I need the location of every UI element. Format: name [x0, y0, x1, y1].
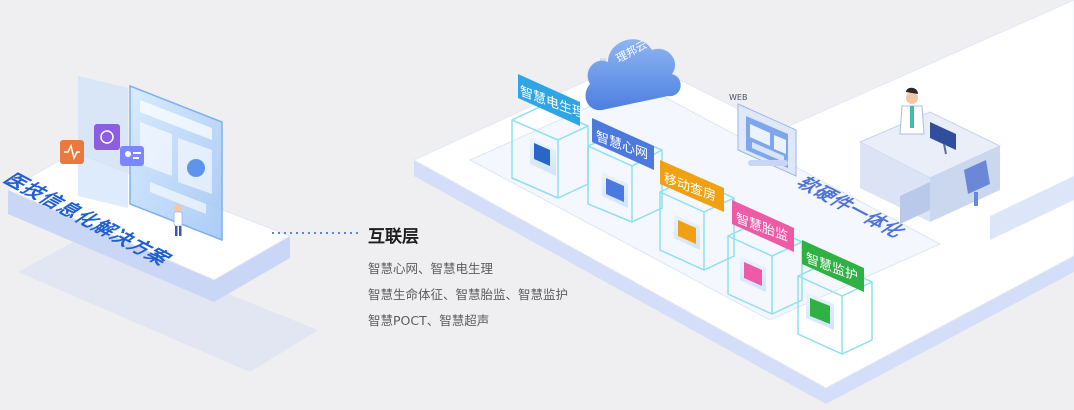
heart-card-icon — [60, 140, 84, 164]
doctor-card-icon — [120, 146, 144, 166]
layer-line: 智慧生命体征、智慧胎监、智慧监护 — [368, 287, 569, 302]
cube-smart-fetal-monitoring — [727, 200, 803, 315]
layer-description: 互联层 智慧心网、智慧电生理 智慧生命体征、智慧胎监、智慧监护 智慧POCT、智… — [368, 222, 568, 334]
web-label: WEB — [729, 93, 748, 102]
web-panel-icon — [737, 103, 797, 177]
cube-smart-electrophysiology — [511, 74, 589, 199]
layer-title: 互联层 — [368, 227, 419, 247]
cube-mobile-rounds — [659, 160, 735, 271]
layer-line: 智慧心网、智慧电生理 — [368, 261, 494, 276]
cube-smart-monitoring — [797, 240, 873, 355]
glass-screen — [78, 76, 223, 242]
dna-card-icon — [94, 124, 120, 150]
cube-smart-heart-network — [587, 118, 663, 223]
doctor-workstation-icon — [858, 87, 1002, 224]
cloud-icon — [585, 39, 681, 111]
layer-line: 智慧POCT、智慧超声 — [368, 313, 490, 328]
person-figure-icon — [173, 204, 183, 236]
